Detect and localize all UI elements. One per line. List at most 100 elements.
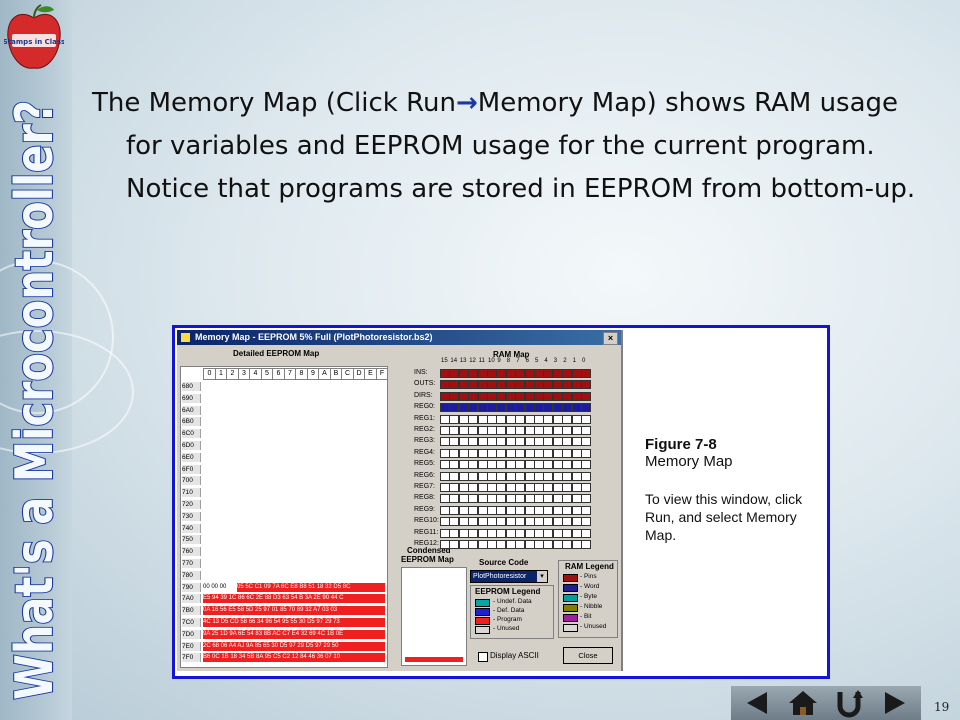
eeprom-row-label: 740 — [182, 523, 201, 533]
ram-bit-cell — [581, 540, 591, 549]
legend-label: - Bit — [580, 613, 592, 620]
ram-row-label: REG2: — [414, 426, 436, 433]
eeprom-row-label: 6C0 — [182, 429, 201, 439]
app-icon — [181, 333, 190, 342]
display-ascii-checkbox[interactable] — [478, 652, 488, 662]
ram-bit-label: 5 — [535, 358, 539, 364]
home-button[interactable] — [781, 686, 825, 720]
legend-swatch — [475, 599, 490, 607]
ram-bit-label: 4 — [544, 358, 548, 364]
next-button[interactable] — [873, 686, 917, 720]
eeprom-row-label: 7E0 — [182, 641, 201, 651]
legend-swatch — [563, 574, 578, 582]
ram-row-label: REG1: — [414, 414, 436, 422]
legend-label: - Unused — [580, 623, 607, 630]
eeprom-row-label: 6D0 — [182, 441, 201, 450]
ram-bit-cell — [581, 380, 591, 390]
previous-button[interactable] — [735, 686, 779, 720]
legend-swatch — [563, 594, 578, 602]
ram-row-label: INS: — [414, 369, 428, 376]
ram-bit-cell — [581, 517, 591, 527]
ram-row-label: OUTS: — [414, 380, 436, 388]
ram-bit-cell — [581, 448, 591, 458]
ram-bit-label: 10 — [488, 358, 495, 364]
ram-bit-label: 15 — [441, 358, 448, 364]
detailed-eeprom-label: Detailed EEPROM Map — [233, 349, 320, 358]
eeprom-unused-bytes: 00 00 00 — [203, 583, 227, 590]
return-icon — [837, 690, 863, 718]
page-number: 19 — [934, 700, 950, 714]
ram-bit-cell — [581, 494, 591, 504]
ram-bit-cell — [581, 460, 591, 470]
ram-bit-label: 0 — [582, 358, 586, 364]
hex-column-header: F — [375, 368, 387, 380]
ram-row-label: REG5: — [414, 460, 436, 468]
figure-title: Memory Map — [645, 453, 733, 470]
figure-number: Figure 7-8 — [645, 436, 717, 453]
legend-swatch — [563, 624, 578, 632]
window-titlebar: Memory Map - EEPROM 5% Full (PlotPhotore… — [177, 330, 621, 345]
ram-bit-label: 6 — [525, 358, 529, 364]
ram-row-label: REG9: — [414, 505, 436, 513]
legend-label: - Nibble — [580, 603, 603, 610]
eeprom-row-label: 760 — [182, 547, 201, 557]
legend-label: - Pins — [580, 573, 597, 580]
close-button[interactable]: Close — [563, 647, 613, 664]
memory-map-window: Memory Map - EEPROM 5% Full (PlotPhotore… — [177, 330, 623, 671]
ram-row-label: REG3: — [414, 437, 436, 445]
ram-bit-label: 7 — [516, 358, 520, 364]
ram-row-label: REG6: — [414, 471, 436, 479]
eeprom-row-label: 7C0 — [182, 618, 201, 627]
eeprom-row-label: 7D0 — [182, 629, 201, 639]
eeprom-row-label: 680 — [182, 382, 201, 391]
ram-bit-cell — [581, 528, 591, 538]
eeprom-program-row: 9A 25 1D 9A 6E 54 83 8B AC C7 E4 32 69 4… — [203, 629, 385, 639]
eeprom-row-label: 790 — [182, 582, 201, 592]
body-part-1: The Memory Map (Click Run — [92, 88, 456, 118]
eeprom-row-label: 6A0 — [182, 405, 201, 415]
ram-row-label: REG8: — [414, 494, 436, 502]
vertical-title-text: What's a Microcontroller? — [5, 100, 65, 700]
condensed-label-2: EEPROM Map — [401, 555, 454, 564]
chevron-down-icon[interactable]: ▾ — [537, 571, 547, 582]
ram-map-label: RAM Map — [493, 350, 530, 359]
ram-bit-label: 12 — [469, 358, 476, 364]
eeprom-row-label: 780 — [182, 570, 201, 580]
ram-bit-cell — [581, 437, 591, 447]
stamps-in-class-logo: Stamps in Class — [4, 4, 64, 69]
nav-bar — [731, 686, 921, 720]
body-part-2: Memory Map) shows RAM usage for variable… — [126, 88, 916, 204]
body-text: The Memory Map (Click Run→Memory Map) sh… — [92, 82, 916, 211]
eeprom-program-row: 0A 16 56 E5 58 5D 25 97 01 85 70 89 32 A… — [203, 606, 385, 616]
ram-bit-cell — [581, 483, 591, 492]
eeprom-row-label: 750 — [182, 535, 201, 545]
ram-row-label: REG10: — [414, 517, 439, 525]
memory-map-screenshot: Memory Map - EEPROM 5% Full (PlotPhotore… — [172, 325, 830, 679]
eeprom-row-label: 770 — [182, 559, 201, 568]
eeprom-program-row: 05 5C C1 09 7A 6C E8 B8 51 18 32 D5 8C — [237, 582, 385, 592]
figure-caption: Figure 7-8 Memory Map To view this windo… — [645, 436, 825, 544]
ram-row-label: DIRS: — [414, 391, 433, 399]
legend-label: - Word — [580, 583, 600, 590]
ram-bit-cell — [581, 505, 591, 515]
ram-row-label: REG7: — [414, 483, 436, 490]
legend-label: - Byte — [580, 593, 597, 600]
arrow-icon: → — [455, 88, 478, 118]
display-ascii-label: Display ASCII — [490, 651, 539, 660]
sidebar: Stamps in Class What's a Microcontroller… — [0, 0, 134, 720]
window-title: Memory Map - EEPROM 5% Full (PlotPhotore… — [195, 332, 433, 342]
ram-row-label: REG11: — [414, 528, 439, 536]
legend-swatch — [475, 608, 490, 616]
legend-label: - Unused — [493, 625, 520, 632]
eeprom-program-row: B6 0C 1B 18 34 5B 8A 95 C5 C2 12 84 46 3… — [203, 653, 385, 663]
window-close-icon[interactable]: × — [603, 332, 618, 345]
ram-bit-cell — [581, 471, 591, 481]
return-button[interactable] — [827, 686, 871, 720]
hex-column-header: 8 — [295, 368, 308, 380]
triangle-right-icon — [885, 692, 905, 714]
source-code-label: Source Code — [479, 558, 529, 567]
ram-legend: RAM Legend - Pins- Word- Byte- Nibble- B… — [558, 560, 618, 638]
eeprom-row-label: 700 — [182, 476, 201, 486]
source-code-select[interactable]: PlotPhotoresistor▾ — [470, 570, 548, 583]
